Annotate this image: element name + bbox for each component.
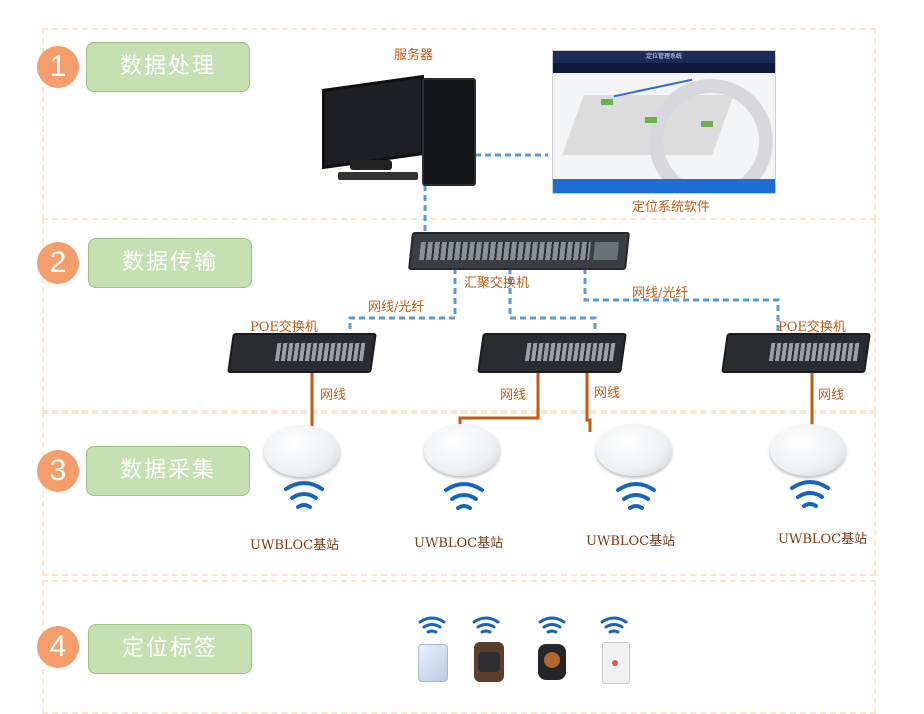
- layer-label-transmission: 数据传输: [88, 238, 252, 288]
- base-station-4-label: UWBLOC基站: [778, 532, 868, 547]
- fiber-label-left: 网线/光纤: [368, 300, 425, 315]
- layer-frame-collection: [42, 412, 876, 576]
- software-title: 定位管理系统: [645, 53, 682, 60]
- core-switch-sfp: [593, 242, 619, 260]
- poe-switch-right: [721, 333, 871, 373]
- base-station-2-label: UWBLOC基站: [414, 536, 504, 551]
- core-switch: [408, 232, 630, 270]
- tag-card-led: [612, 660, 618, 666]
- core-switch-ports: [419, 242, 591, 260]
- server-label: 服务器: [394, 48, 434, 63]
- poe-switch-ports: [524, 343, 616, 361]
- base-station-2: [424, 424, 504, 520]
- software-map-marker: [601, 99, 613, 105]
- keyboard: [338, 172, 418, 180]
- wifi-icon: [284, 481, 324, 509]
- cable-label-4: 网线: [818, 388, 845, 403]
- poe-switch-ports: [768, 343, 860, 361]
- monitor-stand: [350, 160, 392, 170]
- poe-switch-middle: [477, 333, 627, 373]
- tower-case: [422, 78, 476, 186]
- base-station-3: [596, 424, 676, 520]
- software-label: 定位系统软件: [632, 200, 711, 215]
- poe-switch-ports: [274, 343, 366, 361]
- layer-frame-transmission: [42, 218, 876, 412]
- tag-cube: [412, 614, 452, 684]
- server-computer: [318, 72, 478, 186]
- core-to-poe-right-link: [583, 268, 780, 346]
- cable-label-2: 网线: [500, 388, 527, 403]
- layer-number-1: 1: [37, 46, 79, 88]
- tag-watch-1: [466, 614, 512, 684]
- tag-card: [594, 614, 634, 684]
- layer-label-tags: 定位标签: [88, 624, 252, 674]
- layer-label-collection: 数据采集: [86, 446, 250, 496]
- software-map-marker: [701, 121, 713, 127]
- base-station-disc: [596, 424, 672, 476]
- base-station-1-label: UWBLOC基站: [250, 538, 340, 553]
- wifi-icon: [472, 616, 500, 634]
- cable-label-3: 网线: [594, 386, 621, 401]
- layer-label-processing: 数据处理: [86, 42, 250, 92]
- poe-middle-to-bs3-link: [585, 360, 592, 432]
- tag-watch-dial: [544, 652, 560, 668]
- software-map-arc: [649, 79, 773, 193]
- wifi-icon: [790, 480, 830, 508]
- layer-number-3: 3: [37, 450, 79, 492]
- poe-switch-left: [227, 333, 377, 373]
- software-map-marker: [645, 117, 657, 123]
- base-station-3-label: UWBLOC基站: [586, 534, 676, 549]
- core-switch-label: 汇聚交换机: [464, 276, 530, 291]
- software-status-bar: [553, 179, 775, 193]
- core-to-poe-middle-link: [508, 268, 597, 346]
- tag-watch-face: [478, 652, 500, 672]
- wifi-icon: [616, 482, 656, 510]
- software-title-bar: [553, 51, 775, 63]
- tag-watch-2: [532, 614, 572, 684]
- wifi-icon: [418, 616, 446, 634]
- wifi-icon: [538, 616, 566, 634]
- base-station-disc: [424, 424, 500, 476]
- software-menu-bar: [553, 63, 775, 73]
- base-station-disc: [770, 424, 846, 476]
- base-station-1: [264, 425, 344, 521]
- poe-switch-left-label: POE交换机: [250, 320, 318, 335]
- wifi-icon: [444, 482, 484, 510]
- layer-number-4: 4: [37, 626, 79, 668]
- poe-switch-right-label: POE交换机: [778, 320, 846, 335]
- core-to-poe-left-link: [348, 268, 457, 346]
- wifi-icon: [600, 616, 628, 634]
- monitor: [322, 74, 424, 170]
- base-station-4: [770, 424, 850, 520]
- software-screenshot: 定位管理系统: [552, 50, 776, 194]
- base-station-disc: [264, 425, 340, 477]
- tag-cube-body: [418, 644, 448, 682]
- layer-number-2: 2: [37, 242, 79, 284]
- fiber-label-right: 网线/光纤: [632, 286, 689, 301]
- cable-label-1: 网线: [320, 388, 347, 403]
